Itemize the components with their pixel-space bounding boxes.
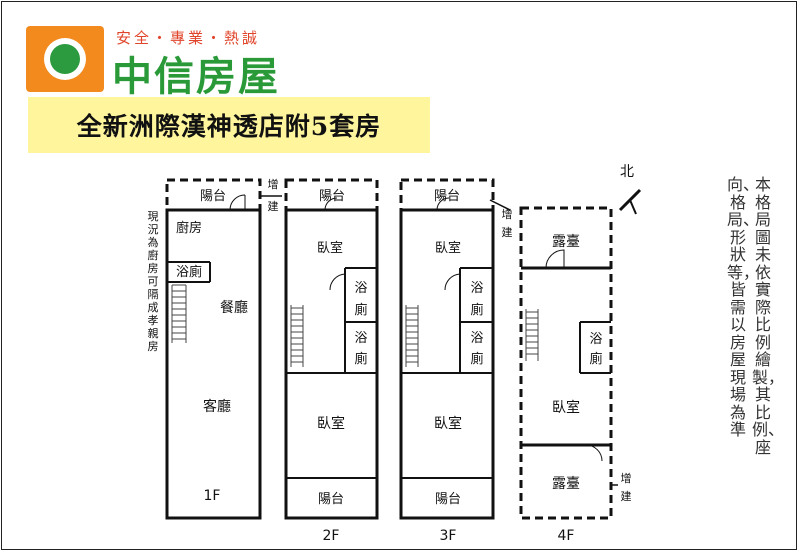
extension-label: 增	[502, 207, 513, 221]
floor-label: 3F	[440, 528, 457, 544]
room-label: 廁	[470, 302, 483, 318]
side-note: 現況為 廚房可 隔成孝 親房	[148, 210, 159, 353]
compass-label: 北	[620, 164, 634, 180]
svg-text:廚: 廚	[148, 248, 159, 262]
1f-outline	[165, 208, 262, 520]
3f-outline	[399, 208, 495, 520]
room-label: 廁	[470, 351, 483, 367]
brand-logo	[26, 26, 104, 92]
room-label: 浴	[470, 281, 483, 296]
room-label: 餐廳	[220, 299, 248, 316]
2f-outline	[284, 208, 379, 520]
svg-text:成: 成	[148, 301, 159, 314]
brand-slogan: 安全・專業・熱誠	[116, 29, 261, 47]
room-label: 廁	[354, 302, 367, 318]
room-label: 廁	[354, 351, 367, 367]
svg-text:況: 況	[148, 222, 159, 236]
extension-label: 增	[621, 471, 632, 485]
room-label: 浴	[354, 281, 367, 296]
floor-label: 4F	[558, 528, 575, 544]
room-label: 浴	[470, 331, 483, 346]
room-label: 陽台	[318, 492, 344, 507]
4f-outline	[519, 206, 613, 520]
extension-label: 建	[621, 489, 632, 503]
compass-icon	[618, 188, 642, 215]
room-label: 陽台	[435, 492, 461, 507]
floor-label: 2F	[323, 528, 340, 544]
svg-text:親: 親	[148, 327, 159, 340]
extension-label: 增	[268, 177, 279, 191]
room-label: 廁	[589, 351, 602, 367]
listing-title-bar: 全新洲際漢神透店附5套房	[28, 97, 430, 153]
room-label: 浴	[354, 331, 367, 346]
extension-label: 建	[268, 199, 279, 213]
svg-text:隔: 隔	[148, 288, 159, 301]
brand-name: 中信房屋	[112, 54, 280, 100]
svg-text:孝: 孝	[148, 314, 159, 327]
room-label: 臥室	[317, 415, 345, 432]
extension-label: 建	[502, 225, 513, 239]
globe-icon	[50, 44, 80, 74]
room-label: 廚房	[176, 220, 202, 236]
room-label: 臥室	[317, 240, 343, 256]
room-label: 露臺	[552, 234, 580, 250]
room-label: 露臺	[552, 476, 580, 492]
listing-title: 全新洲際漢神透店附5套房	[76, 112, 382, 141]
door-swings	[229, 194, 603, 462]
room-label: 陽台	[200, 189, 226, 204]
svg-text:現: 現	[148, 210, 159, 223]
room-label: 臥室	[552, 399, 580, 416]
2f-balcony-top	[284, 178, 379, 212]
3f-balcony-top	[399, 178, 495, 212]
room-label: 陽台	[434, 189, 460, 204]
room-label: 浴	[589, 332, 602, 347]
disclaimer-line-2: 向、格局、形狀等，皆需以房屋現場為準	[727, 175, 760, 439]
svg-text:為: 為	[148, 235, 159, 249]
extension-markers	[260, 195, 618, 486]
stairs	[171, 284, 539, 367]
room-label: 臥室	[434, 415, 462, 432]
svg-text:可: 可	[148, 275, 159, 288]
svg-text:房: 房	[148, 340, 159, 353]
room-label: 客廳	[203, 398, 231, 415]
svg-text:房: 房	[148, 262, 159, 275]
room-label: 陽台	[319, 189, 345, 204]
room-label: 臥室	[435, 240, 461, 256]
room-label: 浴廁	[176, 264, 202, 280]
floor-label: 1F	[204, 488, 221, 504]
